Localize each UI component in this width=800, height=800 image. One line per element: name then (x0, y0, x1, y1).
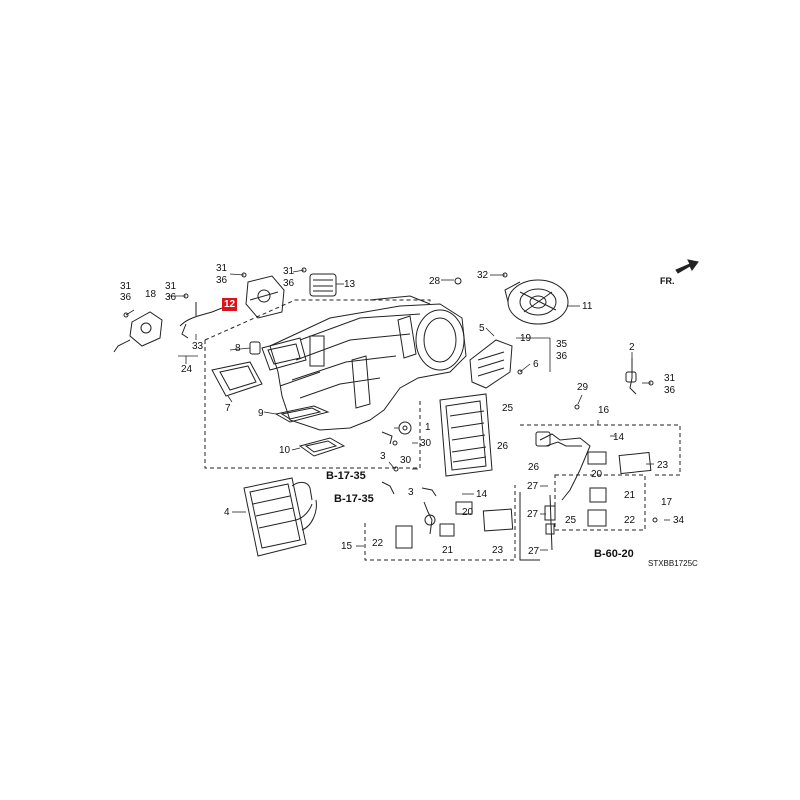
callout-33: 33 (192, 341, 204, 352)
callout-27: 27 (528, 546, 540, 557)
callout-36: 36 (556, 351, 568, 362)
pipe-16-shape (535, 431, 591, 501)
callout-5: 5 (479, 323, 485, 334)
callout-31: 31 (165, 281, 177, 292)
callout-9: 9 (258, 408, 264, 419)
callout-4: 4 (224, 507, 230, 518)
callout-23: 23 (492, 545, 504, 556)
reference-b-17-35-upper[interactable]: B-17-35 (326, 470, 366, 482)
callout-31: 31 (664, 373, 676, 384)
pad-20b-shape (455, 501, 473, 515)
blower-fan-11-shape (504, 279, 569, 325)
callout-26: 26 (497, 441, 509, 452)
pad-22b-shape (587, 509, 607, 527)
callout-35: 35 (556, 339, 568, 350)
reference-b-60-20[interactable]: B-60-20 (594, 548, 634, 560)
callout-36: 36 (120, 292, 132, 303)
callout-25: 25 (565, 515, 577, 526)
rod-27-shape (549, 494, 553, 551)
callout-10: 10 (279, 445, 291, 456)
callout-34: 34 (673, 515, 685, 526)
callout-7: 7 (225, 403, 231, 414)
reference-b-17-35-lower[interactable]: B-17-35 (334, 493, 374, 505)
seal-10-shape (298, 437, 346, 457)
sensor-2-shape (629, 358, 637, 395)
callout-36: 36 (216, 275, 228, 286)
heater-core-4-shape (243, 477, 317, 557)
callout-11: 11 (582, 301, 593, 312)
filter-7-shape (211, 361, 263, 397)
harness-24-shape (179, 302, 223, 339)
callout-30: 30 (400, 455, 412, 466)
front-direction-label: FR. (660, 276, 675, 286)
pad-23a-shape (618, 451, 652, 475)
sensor-lower-shape (423, 501, 433, 535)
actuator-12-shape (245, 275, 285, 319)
callout-27: 27 (527, 509, 539, 520)
expansion-valve-boundary (520, 424, 681, 476)
cover-5-shape (469, 339, 513, 389)
callout-16: 16 (598, 405, 610, 416)
callout-19: 19 (520, 333, 532, 344)
callout-24: 24 (181, 364, 193, 375)
callout-6: 6 (533, 359, 539, 370)
blower-motor-13-shape (309, 273, 337, 297)
actuator-18-shape (113, 311, 163, 353)
callout-21: 21 (624, 490, 636, 501)
callout-15: 15 (341, 541, 353, 552)
pad-21b-shape (589, 487, 607, 503)
pad-21a-shape (439, 523, 455, 537)
leader-lines (125, 269, 670, 551)
callout-2: 2 (629, 342, 635, 353)
callout-21: 21 (442, 545, 454, 556)
callout-36: 36 (664, 385, 676, 396)
callout-22: 22 (372, 538, 384, 549)
callout-36: 36 (165, 292, 177, 303)
front-arrow-icon (675, 259, 699, 274)
rear-evaporator-boundary (364, 485, 516, 561)
callout-36: 36 (283, 278, 295, 289)
callout-18: 18 (145, 289, 157, 300)
callout-31: 31 (283, 266, 295, 277)
pad-22a-shape (395, 525, 413, 549)
pad-23b-shape (482, 508, 514, 532)
callout-8: 8 (235, 343, 241, 354)
callout-22: 22 (624, 515, 636, 526)
diagram-code: STXBB1725C (648, 559, 698, 568)
callout-17: 17 (661, 497, 673, 508)
main-assembly-boundary (204, 299, 431, 469)
callout-20: 20 (462, 507, 474, 518)
callout-14: 14 (476, 489, 488, 500)
callout-26: 26 (528, 462, 540, 473)
seal-9-shape (274, 405, 330, 423)
callout-3: 3 (380, 451, 386, 462)
callout-13: 13 (344, 279, 356, 290)
callout-28: 28 (429, 276, 441, 287)
callout-29: 29 (577, 382, 589, 393)
callout-23: 23 (657, 460, 669, 471)
callout-20: 20 (591, 469, 603, 480)
callout-14: 14 (613, 432, 625, 443)
callout-27: 27 (527, 481, 539, 492)
callout-30: 30 (420, 438, 432, 449)
callout-3: 3 (408, 487, 414, 498)
main-housing-shape (269, 295, 467, 431)
callout-32: 32 (477, 270, 489, 281)
callout-31: 31 (216, 263, 228, 274)
callout-1: 1 (425, 422, 431, 433)
callout-25: 25 (502, 403, 514, 414)
evaporator-core-shape (439, 393, 493, 477)
pad-20a-shape (587, 451, 607, 465)
highlighted-part-12[interactable]: 12 (222, 298, 238, 311)
callout-31: 31 (120, 281, 132, 292)
